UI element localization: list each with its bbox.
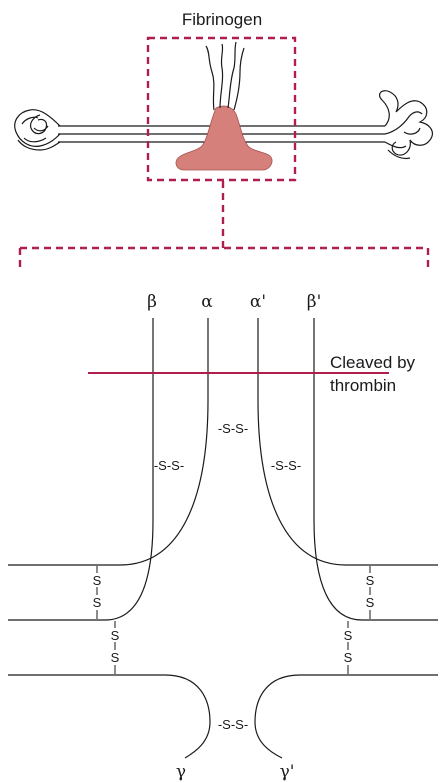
disulfide-bond-alpha-alpha: -S-S- [218,421,248,436]
beta-prime-chain-label: β' [307,292,322,312]
cleavage-label-line1: Cleaved by [330,353,416,372]
sulfur-atom-label: S [366,573,375,588]
disulfide-bond-vertical-right-lower: S S [344,621,353,674]
disulfide-bond-alpha-prime-beta-prime: -S-S- [271,458,301,473]
right-terminal-domain [380,91,433,159]
beta-chain [8,318,153,620]
disulfide-bond-beta-alpha: -S-S- [154,458,184,473]
disulfide-bond-gamma-gamma-prime: -S-S- [218,717,248,732]
gamma-chain-label: γ [176,762,186,782]
disulfide-label: -S-S- [218,421,248,436]
sulfur-atom-label: S [111,650,120,665]
alpha-prime-chain-label: α' [250,292,266,312]
diagram-title: Fibrinogen [182,10,262,29]
fibrinogen-molecule [15,42,433,170]
disulfide-label: -S-S- [271,458,301,473]
disulfide-bond-vertical-left-lower: S S [111,621,120,674]
cleavage-label-line2: thrombin [330,376,396,395]
sulfur-atom-label: S [111,628,120,643]
sulfur-atom-label: S [344,628,353,643]
left-terminal-domain [15,110,60,150]
alpha-chain [8,318,208,565]
n-terminal-strands [206,42,244,110]
sulfur-atom-label: S [93,573,102,588]
disulfide-label: -S-S- [154,458,184,473]
beta-chain-label: β [147,292,157,312]
sulfur-atom-label: S [344,650,353,665]
sulfur-atom-label: S [93,595,102,610]
central-globule [176,106,272,170]
sulfur-atom-label: S [366,595,375,610]
gamma-chain [8,675,210,758]
disulfide-label: -S-S- [218,717,248,732]
alpha-chain-label: α [201,292,213,312]
disulfide-bond-vertical-left-upper: S S [93,566,102,619]
gamma-prime-chain [255,675,438,758]
disulfide-bond-vertical-right-upper: S S [366,566,375,619]
gamma-prime-chain-label: γ' [280,762,295,782]
